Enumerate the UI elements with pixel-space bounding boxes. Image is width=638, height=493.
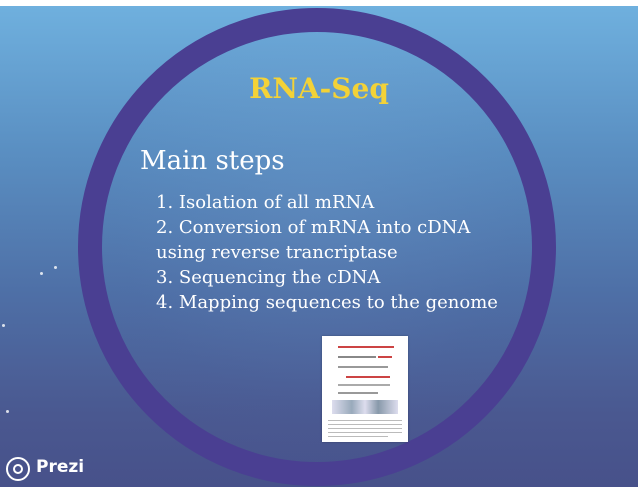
slide-subtitle: Main steps	[140, 146, 285, 176]
prezi-logo-icon	[6, 457, 30, 481]
figure-chart	[332, 400, 398, 414]
step-item: 3. Sequencing the cDNA	[156, 267, 381, 288]
figure-caption-line	[328, 436, 388, 437]
figure-line	[378, 356, 392, 358]
figure-caption-line	[328, 424, 402, 425]
step-item: 2. Conversion of mRNA into cDNA	[156, 217, 471, 238]
figure-caption-line	[328, 432, 402, 433]
decorative-spark	[6, 410, 9, 413]
slide-title: RNA-Seq	[249, 72, 389, 105]
figure-line	[338, 346, 394, 348]
rna-seq-workflow-figure[interactable]	[322, 336, 408, 442]
figure-caption-line	[328, 420, 402, 421]
decorative-spark	[2, 324, 5, 327]
step-item: 4. Mapping sequences to the genome	[156, 292, 498, 313]
prezi-logo[interactable]: Prezi	[6, 455, 86, 483]
decorative-spark	[54, 266, 57, 269]
figure-line	[346, 376, 390, 378]
figure-line	[338, 392, 378, 394]
figure-line	[338, 356, 376, 358]
prezi-logo-text: Prezi	[36, 457, 85, 477]
prezi-logo-inner-ring	[13, 464, 23, 474]
presentation-canvas: RNA-Seq Main steps 1. Isolation of all m…	[0, 6, 638, 487]
step-item-continuation: using reverse trancriptase	[156, 242, 398, 263]
figure-line	[338, 384, 390, 386]
figure-line	[338, 366, 388, 368]
step-item: 1. Isolation of all mRNA	[156, 192, 375, 213]
decorative-spark	[40, 272, 43, 275]
steps-list: 1. Isolation of all mRNA 2. Conversion o…	[156, 190, 516, 315]
figure-caption-line	[328, 428, 402, 429]
